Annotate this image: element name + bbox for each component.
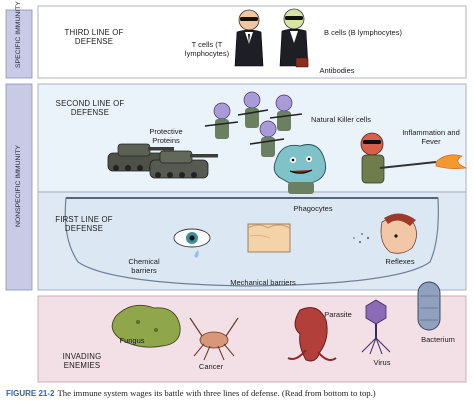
- fungus-label: Fungus: [119, 336, 145, 345]
- inflammation-label: Inflammation and Fever: [402, 128, 460, 146]
- natural-killer-soldier: [249, 120, 285, 157]
- enemies-panel: [37, 295, 467, 383]
- cancer-label: Cancer: [198, 362, 224, 371]
- nonspecific-immunity-label: NONSPECIFIC IMMUNITY: [15, 145, 22, 227]
- third-line-title: THIRD LINE OF DEFENSE: [64, 28, 124, 46]
- natural-killer-soldier: [204, 102, 239, 139]
- bacterium-icon: [417, 281, 441, 331]
- figure-number: FIGURE 21-2: [6, 389, 55, 398]
- t-cells-label: T cells (T lymphocytes): [184, 40, 230, 58]
- nonspecific-sidebar: [5, 83, 33, 291]
- flame-icon: [435, 154, 468, 169]
- natural-killer-soldier: [269, 94, 303, 131]
- phagocytes-label: Phagocytes: [293, 204, 333, 213]
- fungus-icon: [111, 304, 181, 348]
- bacterium-label: Bacterium: [421, 335, 455, 344]
- eye-icon: [173, 228, 211, 258]
- b-cells-label: B cells (B lymphocytes): [324, 28, 402, 37]
- second-line-title: SECOND LINE OF DEFENSE: [55, 99, 125, 117]
- natural-killer-soldier: [237, 91, 269, 128]
- chemical-barriers-label: Chemical barriers: [128, 257, 160, 275]
- first-line-title: FIRST LINE OF DEFENSE: [55, 215, 113, 233]
- natural-killer-label: Natural Killer cells: [310, 115, 372, 124]
- skin-block-icon: [247, 223, 291, 253]
- sneezing-face-icon: [380, 213, 417, 254]
- b-cell-agent: [279, 8, 309, 68]
- virus-label: Virus: [373, 358, 391, 367]
- specific-sidebar: [5, 9, 33, 79]
- t-cell-agent: [234, 9, 264, 67]
- antibodies-label: Antibodies: [319, 66, 355, 75]
- mechanical-barriers-label: Mechanical barriers: [230, 278, 296, 287]
- enemies-title: INVADING ENEMIES: [62, 352, 102, 370]
- parasite-icon: [287, 307, 337, 362]
- crab-cancer-icon: [189, 317, 239, 361]
- specific-immunity-label: SPECIFIC IMMUNITY: [15, 1, 22, 68]
- tank-icon: [149, 150, 218, 179]
- virus-icon: [361, 299, 391, 355]
- protective-proteins-label: Protective Proteins: [149, 127, 183, 145]
- splash-droplets: [353, 233, 370, 244]
- phagocyte-monster: [273, 144, 327, 194]
- caption-text: The immune system wages its battle with …: [57, 388, 376, 398]
- parasite-label: Parasite: [324, 310, 352, 319]
- reflexes-label: Reflexes: [385, 257, 415, 266]
- inflammation-soldier: [360, 132, 437, 184]
